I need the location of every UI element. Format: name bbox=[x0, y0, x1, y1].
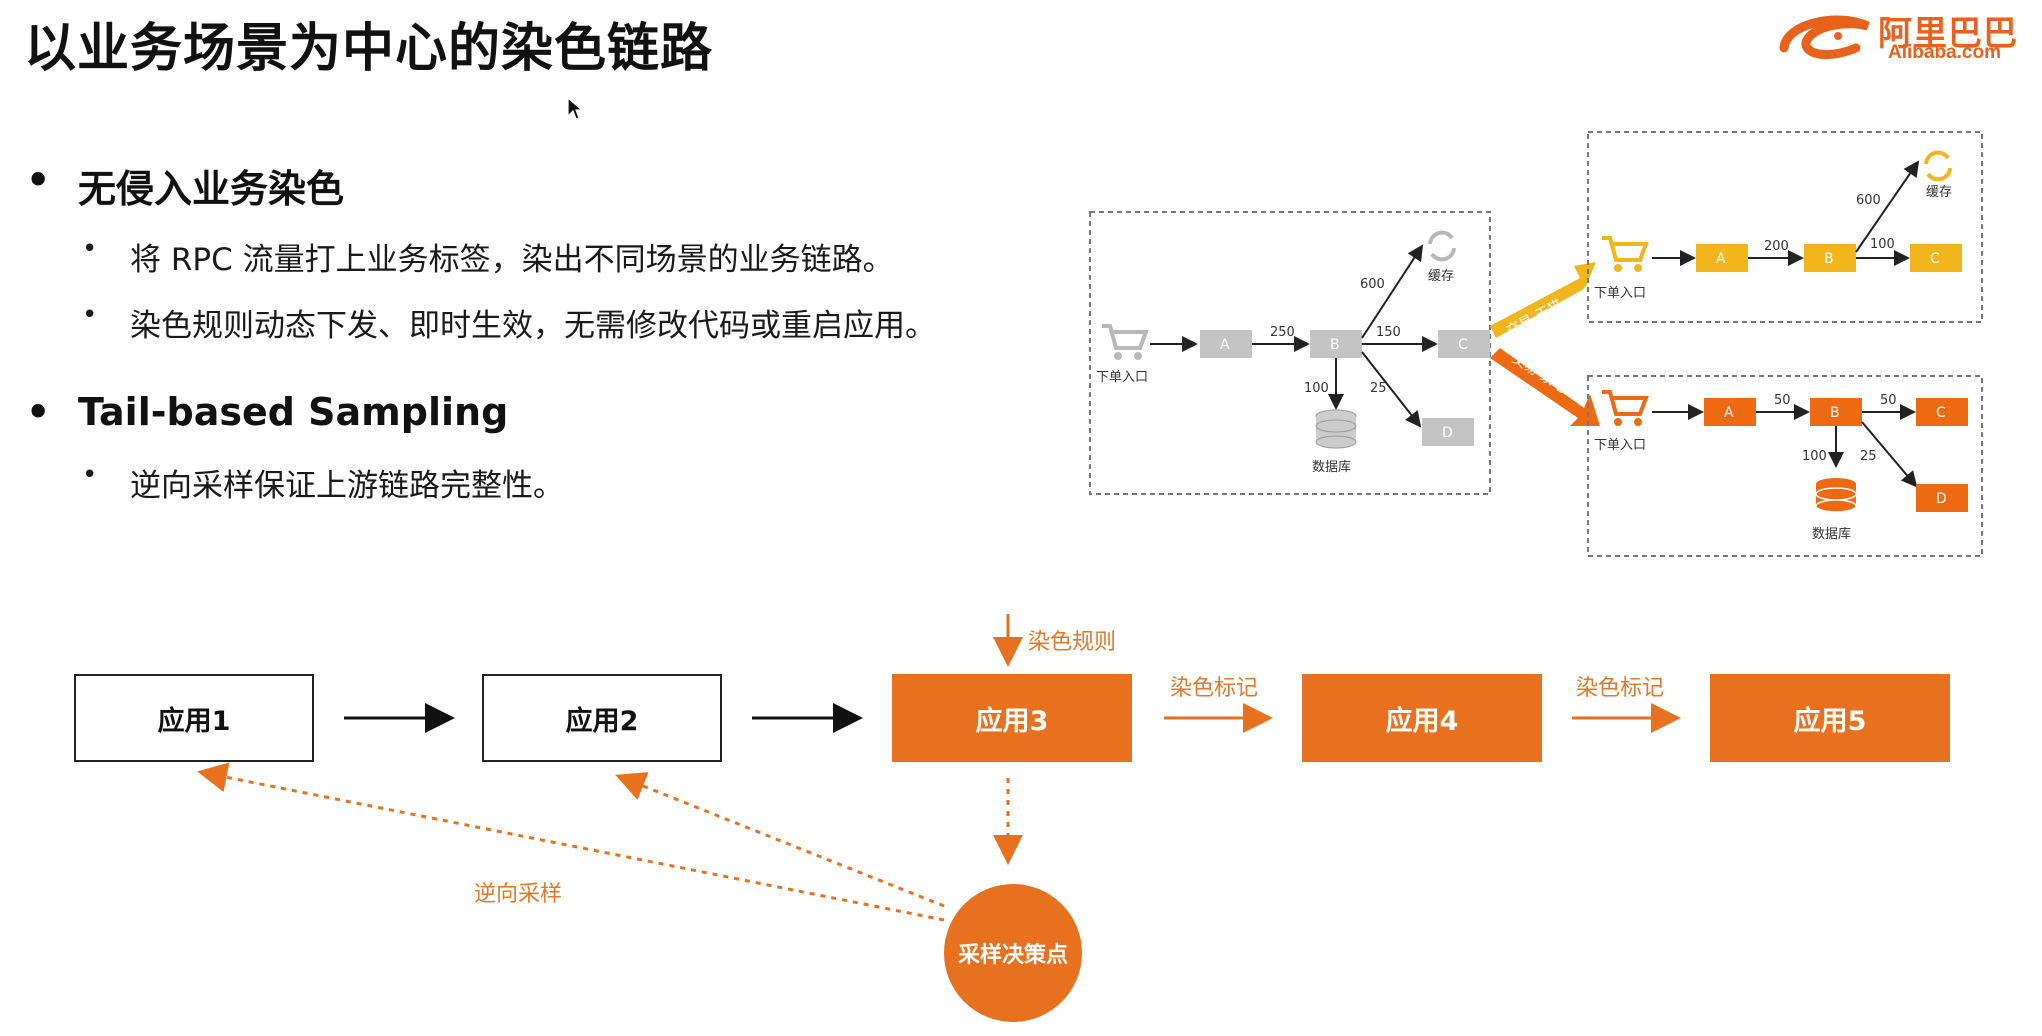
mark-label-1: 染色标记 bbox=[1170, 676, 1259, 701]
bullet-no-intrusion: • 无侵入业务染色 bbox=[26, 158, 345, 213]
node-a bbox=[1704, 398, 1756, 426]
edge-b-cache: 600 bbox=[1856, 193, 1881, 208]
cart-icon bbox=[1602, 236, 1649, 272]
node-b bbox=[1310, 330, 1362, 358]
db-label: 数据库 bbox=[1312, 459, 1351, 475]
edge-ab: 50 bbox=[1774, 393, 1791, 408]
bullet-tail-sampling: • Tail-based Sampling bbox=[26, 390, 509, 434]
app-box-5: 应用5 bbox=[1710, 674, 1950, 762]
appliance-topology-panel bbox=[1587, 375, 1983, 557]
node-c-label: C bbox=[1936, 405, 1946, 421]
edge-b-c: 50 bbox=[1880, 393, 1897, 408]
node-a-label: A bbox=[1220, 337, 1230, 353]
logo-text-en: Alibaba.com bbox=[1888, 42, 2001, 63]
node-d bbox=[1422, 418, 1474, 446]
sampling-decision-point: 采样决策点 bbox=[944, 884, 1082, 1022]
app-label: 应用4 bbox=[1385, 705, 1459, 737]
decision-label: 采样决策点 bbox=[957, 943, 1068, 968]
edge-b-cache: 600 bbox=[1360, 277, 1385, 292]
main-topology-panel bbox=[1089, 211, 1491, 495]
edge-ab: 200 bbox=[1764, 239, 1789, 254]
slide-title: 以业务场景为中心的染色链路 bbox=[24, 19, 714, 79]
sub-bullet-dynamic-rules: • 染色规则动态下发、即时生效，无需修改代码或重启应用。 bbox=[82, 300, 936, 345]
bullet-text: 将 RPC 流量打上业务标签，染出不同场景的业务链路。 bbox=[130, 242, 894, 278]
node-b-label: B bbox=[1830, 405, 1840, 421]
app-label: 应用1 bbox=[157, 705, 231, 737]
edge-b-d: 25 bbox=[1370, 381, 1387, 396]
node-a bbox=[1200, 330, 1252, 358]
bullet-text: 逆向采样保证上游链路完整性。 bbox=[130, 468, 564, 504]
node-a-label: A bbox=[1716, 251, 1726, 267]
cache-icon bbox=[1428, 230, 1456, 262]
arrow-decision-app2 bbox=[615, 772, 945, 908]
cache-icon bbox=[1924, 150, 1952, 182]
cart-icon bbox=[1602, 390, 1649, 426]
app-box-3: 应用3 bbox=[892, 674, 1132, 762]
edge-b-c: 150 bbox=[1376, 325, 1401, 340]
app-box-4: 应用4 bbox=[1302, 674, 1542, 762]
edge-b-db: 100 bbox=[1802, 449, 1827, 464]
arrow-decision-app1 bbox=[197, 762, 945, 922]
entry-label: 下单入口 bbox=[1594, 286, 1646, 301]
node-a-label: A bbox=[1724, 405, 1734, 421]
sub-bullet-rpc-tag: • 将 RPC 流量打上业务标签，染出不同场景的业务链路。 bbox=[82, 234, 894, 279]
node-b bbox=[1810, 398, 1862, 426]
sub-bullet-reverse-sampling: • 逆向采样保证上游链路完整性。 bbox=[82, 460, 564, 505]
node-b-label: B bbox=[1330, 337, 1340, 353]
cache-label: 缓存 bbox=[1428, 269, 1454, 284]
node-d-label: D bbox=[1936, 491, 1947, 507]
edge-b-c: 100 bbox=[1870, 237, 1895, 252]
node-c bbox=[1910, 244, 1962, 272]
app-label: 应用5 bbox=[1793, 705, 1867, 737]
bullet-text: 染色规则动态下发、即时生效，无需修改代码或重启应用。 bbox=[130, 308, 936, 344]
cache-label: 缓存 bbox=[1926, 185, 1952, 200]
node-d bbox=[1916, 484, 1968, 512]
node-c-label: C bbox=[1930, 251, 1940, 267]
cart-icon bbox=[1102, 324, 1149, 360]
app-label: 应用2 bbox=[565, 705, 639, 737]
logo-text-cn: 阿里巴巴 bbox=[1878, 14, 2018, 54]
app-box-2: 应用2 bbox=[482, 674, 722, 762]
bullet-dot: • bbox=[26, 158, 51, 202]
rule-label: 染色规则 bbox=[1028, 630, 1117, 655]
app-label: 应用3 bbox=[975, 705, 1049, 737]
database-icon bbox=[1315, 409, 1357, 449]
node-c bbox=[1438, 330, 1490, 358]
bullet-text: Tail-based Sampling bbox=[78, 390, 509, 434]
flow-arrows bbox=[197, 614, 1681, 922]
alibaba-logo-icon bbox=[1779, 15, 1870, 59]
cursor-icon bbox=[567, 96, 584, 120]
node-b bbox=[1804, 244, 1856, 272]
entry-label: 下单入口 bbox=[1594, 438, 1646, 453]
node-c bbox=[1916, 398, 1968, 426]
mark-label-2: 染色标记 bbox=[1576, 676, 1665, 701]
edge-b-d: 25 bbox=[1860, 449, 1877, 464]
node-c-label: C bbox=[1458, 337, 1468, 353]
database-icon bbox=[1815, 478, 1857, 513]
topology-diagram: 下单入口 A 250 B 600 缓存 150 C 100 数据库 25 D 交… bbox=[1089, 131, 1983, 557]
edge-b-db: 100 bbox=[1304, 381, 1329, 396]
branch-arrow-appliance: 交易-家电 bbox=[1490, 348, 1600, 426]
bullet-dot: • bbox=[82, 460, 98, 490]
tmall-topology-panel bbox=[1587, 131, 1983, 323]
reverse-sampling-label: 逆向采样 bbox=[474, 882, 563, 907]
branch-arrow-tmall: 交易-天猫 bbox=[1490, 262, 1596, 340]
app-box-1: 应用1 bbox=[74, 674, 314, 762]
entry-label: 下单入口 bbox=[1096, 370, 1148, 385]
bullet-text: 无侵入业务染色 bbox=[78, 167, 345, 211]
bullet-dot: • bbox=[82, 300, 98, 330]
edge-ab: 250 bbox=[1270, 325, 1295, 340]
bullet-dot: • bbox=[82, 234, 98, 264]
node-b-label: B bbox=[1824, 251, 1834, 267]
db-label: 数据库 bbox=[1812, 526, 1851, 542]
node-a bbox=[1696, 244, 1748, 272]
node-d-label: D bbox=[1442, 425, 1453, 441]
bullet-dot: • bbox=[26, 390, 51, 434]
